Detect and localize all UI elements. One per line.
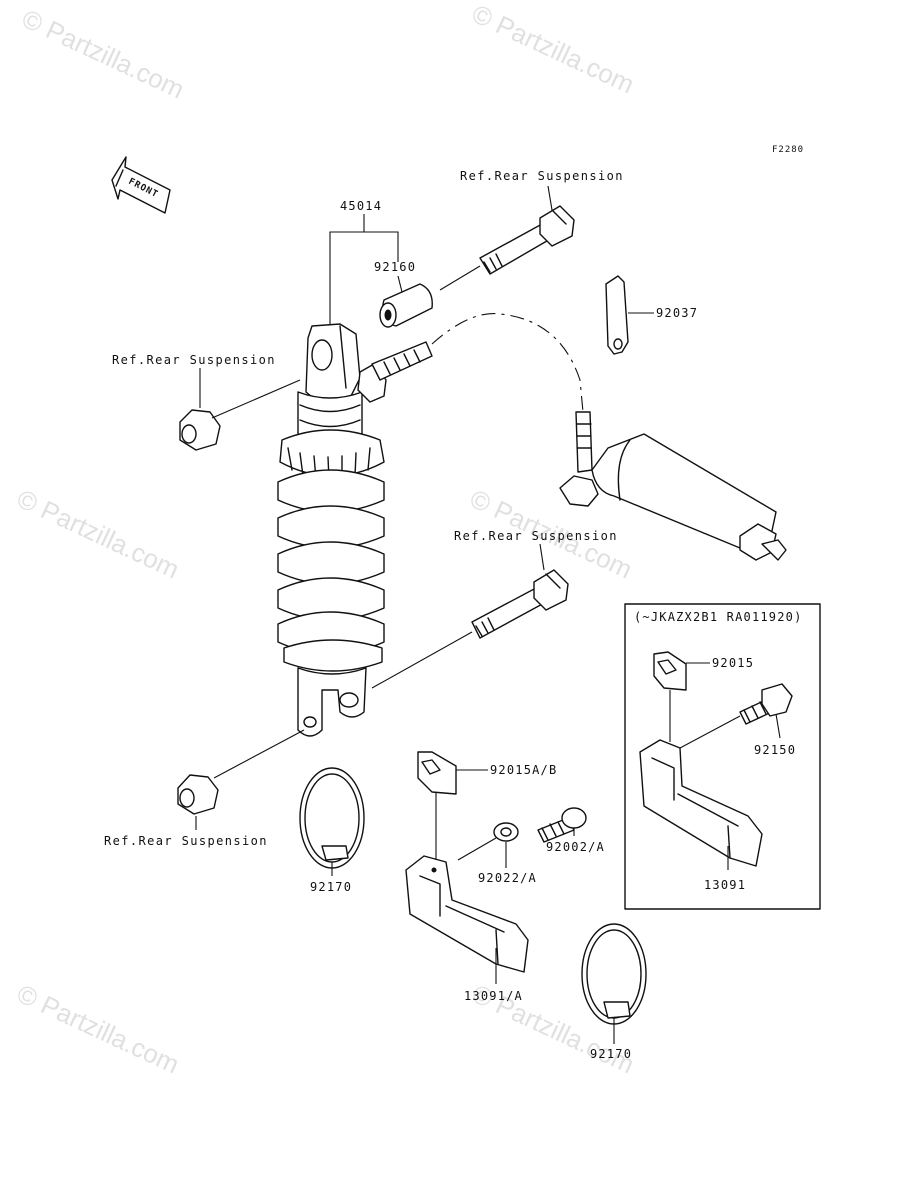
leader-lines [195,185,781,1044]
bottom-nut [177,774,219,815]
guard-13091a [405,855,529,973]
reservoir-hose [431,313,584,413]
strap-92037 [605,275,629,355]
inset-box [624,603,821,910]
part-92015ab-label: 92015A/B [490,763,557,777]
reservoir-fitting [559,411,599,507]
top-nut [179,409,221,451]
front-arrow-icon: FRONT [111,156,171,214]
part-92022a-label: 92022/A [478,871,537,885]
watermark-top-left: © Partzilla.com [17,3,188,104]
part-92170-left-label: 92170 [310,880,352,894]
bolt-92002a [537,807,587,843]
ref-rear-suspension-top: Ref.Rear Suspension [460,169,624,183]
part-92037-label: 92037 [656,306,698,320]
part-13091a-label: 13091/A [464,989,523,1003]
ref-rear-suspension-mid: Ref.Rear Suspension [454,529,618,543]
clip-92015ab [417,751,457,795]
watermark-top-right: © Partzilla.com [467,0,638,99]
washer-92022a [493,822,519,842]
shock-absorber [277,323,385,737]
part-92160-label: 92160 [374,260,416,274]
watermark-mid-left: © Partzilla.com [12,483,183,584]
part-92002a-label: 92002/A [546,840,605,854]
middle-bolt [471,569,569,639]
band-clamp-92170-bottom [581,923,647,1025]
ref-rear-suspension-bottom: Ref.Rear Suspension [104,834,268,848]
part-45014-label: 45014 [340,199,382,213]
band-clamp-92170-left [299,767,365,869]
watermark-bottom-left: © Partzilla.com [12,978,183,1079]
part-13091-label: 13091 [704,878,746,892]
figure-code: F2280 [772,145,804,155]
ref-rear-suspension-left: Ref.Rear Suspension [112,353,276,367]
adjuster-fitting [357,341,433,403]
labels: Ref.Rear Suspension Ref.Rear Suspension … [104,169,796,1061]
serial-note: (~JKAZX2B1 RA011920) [634,610,803,624]
part-92170-bottom-label: 92170 [590,1047,632,1061]
inset-parts [639,651,793,867]
collar-92160 [379,283,433,328]
top-bolt [479,205,575,275]
part-92150-label: 92150 [754,743,796,757]
part-92015-label: 92015 [712,656,754,670]
spring-coils [277,469,385,655]
reservoir-canister [591,433,787,561]
